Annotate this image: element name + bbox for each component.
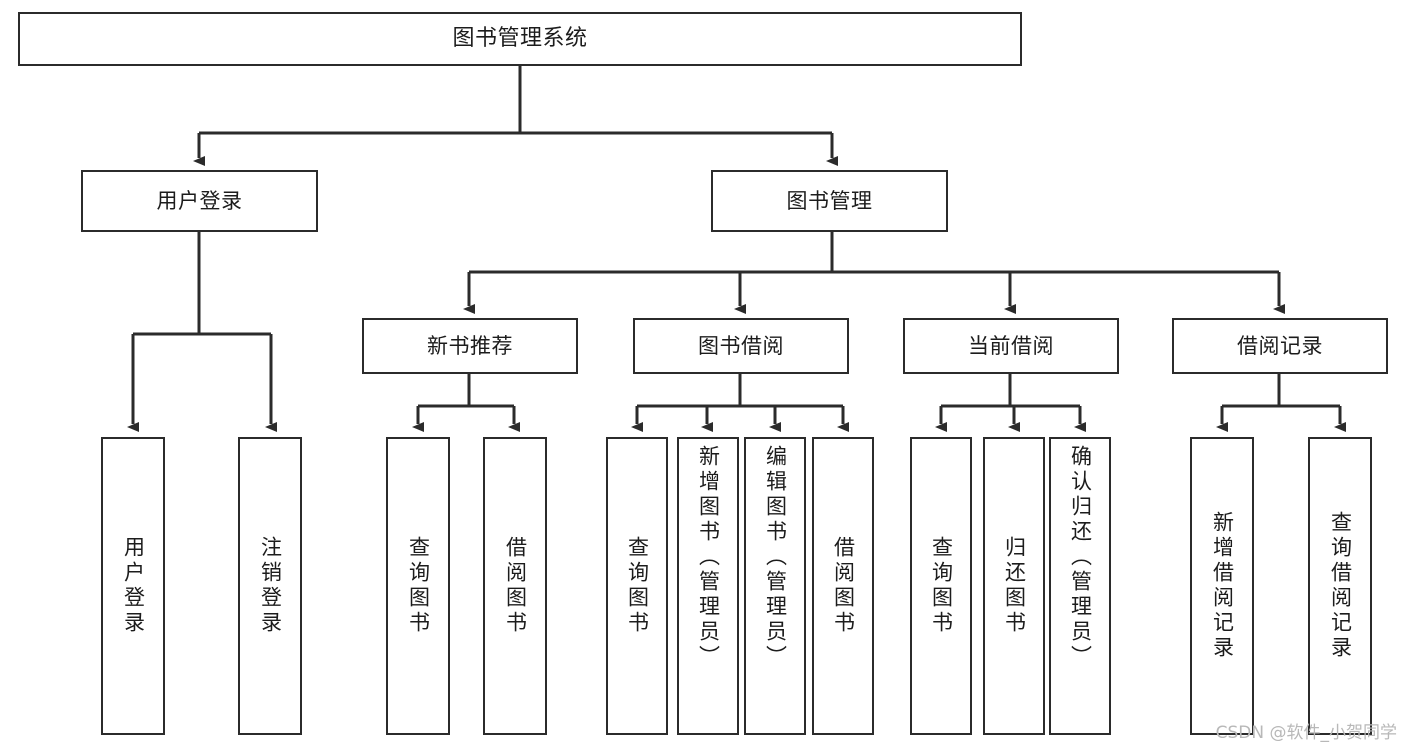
node-leaf-edit-book[interactable]: 编辑图书（管理员） — [744, 437, 806, 735]
node-leaf-query-record-label: 查询借阅记录 — [1328, 511, 1353, 661]
node-borrow-record[interactable]: 借阅记录 — [1172, 318, 1388, 374]
node-user-login[interactable]: 用户登录 — [81, 170, 318, 232]
node-book-manage-label: 图书管理 — [786, 188, 873, 213]
node-leaf-query-book-1-label: 查询图书 — [406, 536, 431, 636]
node-borrow-record-label: 借阅记录 — [1237, 333, 1323, 358]
node-leaf-borrow-book-2[interactable]: 借阅图书 — [812, 437, 874, 735]
node-leaf-add-record[interactable]: 新增借阅记录 — [1190, 437, 1254, 735]
node-current-borrow[interactable]: 当前借阅 — [903, 318, 1119, 374]
node-leaf-borrow-book-1[interactable]: 借阅图书 — [483, 437, 547, 735]
node-user-login-label: 用户登录 — [156, 188, 243, 213]
watermark: CSDN @软件_小贺同学 — [1215, 723, 1397, 743]
node-leaf-borrow-book-1-label: 借阅图书 — [503, 536, 528, 636]
node-current-borrow-label: 当前借阅 — [968, 333, 1054, 358]
node-root-label: 图书管理系统 — [452, 26, 588, 52]
node-book-manage[interactable]: 图书管理 — [711, 170, 948, 232]
node-leaf-add-record-label: 新增借阅记录 — [1210, 511, 1235, 661]
node-new-book-recommend[interactable]: 新书推荐 — [362, 318, 578, 374]
node-book-borrow[interactable]: 图书借阅 — [633, 318, 849, 374]
node-leaf-add-book-label: 新增图书（管理员） — [696, 445, 721, 670]
node-book-borrow-label: 图书借阅 — [698, 333, 784, 358]
node-leaf-query-book-3[interactable]: 查询图书 — [910, 437, 972, 735]
node-leaf-logout[interactable]: 注销登录 — [238, 437, 302, 735]
node-leaf-query-record[interactable]: 查询借阅记录 — [1308, 437, 1372, 735]
node-leaf-confirm-return-label: 确认归还（管理员） — [1068, 445, 1093, 670]
node-leaf-logout-label: 注销登录 — [258, 536, 283, 636]
node-leaf-user-login[interactable]: 用户登录 — [101, 437, 165, 735]
node-leaf-return-book-label: 归还图书 — [1002, 536, 1027, 636]
node-leaf-user-login-label: 用户登录 — [121, 536, 146, 636]
node-leaf-query-book-3-label: 查询图书 — [929, 536, 954, 636]
node-leaf-edit-book-label: 编辑图书（管理员） — [763, 445, 788, 670]
node-leaf-confirm-return[interactable]: 确认归还（管理员） — [1049, 437, 1111, 735]
node-leaf-return-book[interactable]: 归还图书 — [983, 437, 1045, 735]
node-leaf-query-book-2[interactable]: 查询图书 — [606, 437, 668, 735]
node-new-book-recommend-label: 新书推荐 — [427, 333, 513, 358]
node-leaf-add-book[interactable]: 新增图书（管理员） — [677, 437, 739, 735]
node-leaf-query-book-1[interactable]: 查询图书 — [386, 437, 450, 735]
node-leaf-query-book-2-label: 查询图书 — [625, 536, 650, 636]
node-leaf-borrow-book-2-label: 借阅图书 — [831, 536, 856, 636]
node-root[interactable]: 图书管理系统 — [18, 12, 1022, 66]
